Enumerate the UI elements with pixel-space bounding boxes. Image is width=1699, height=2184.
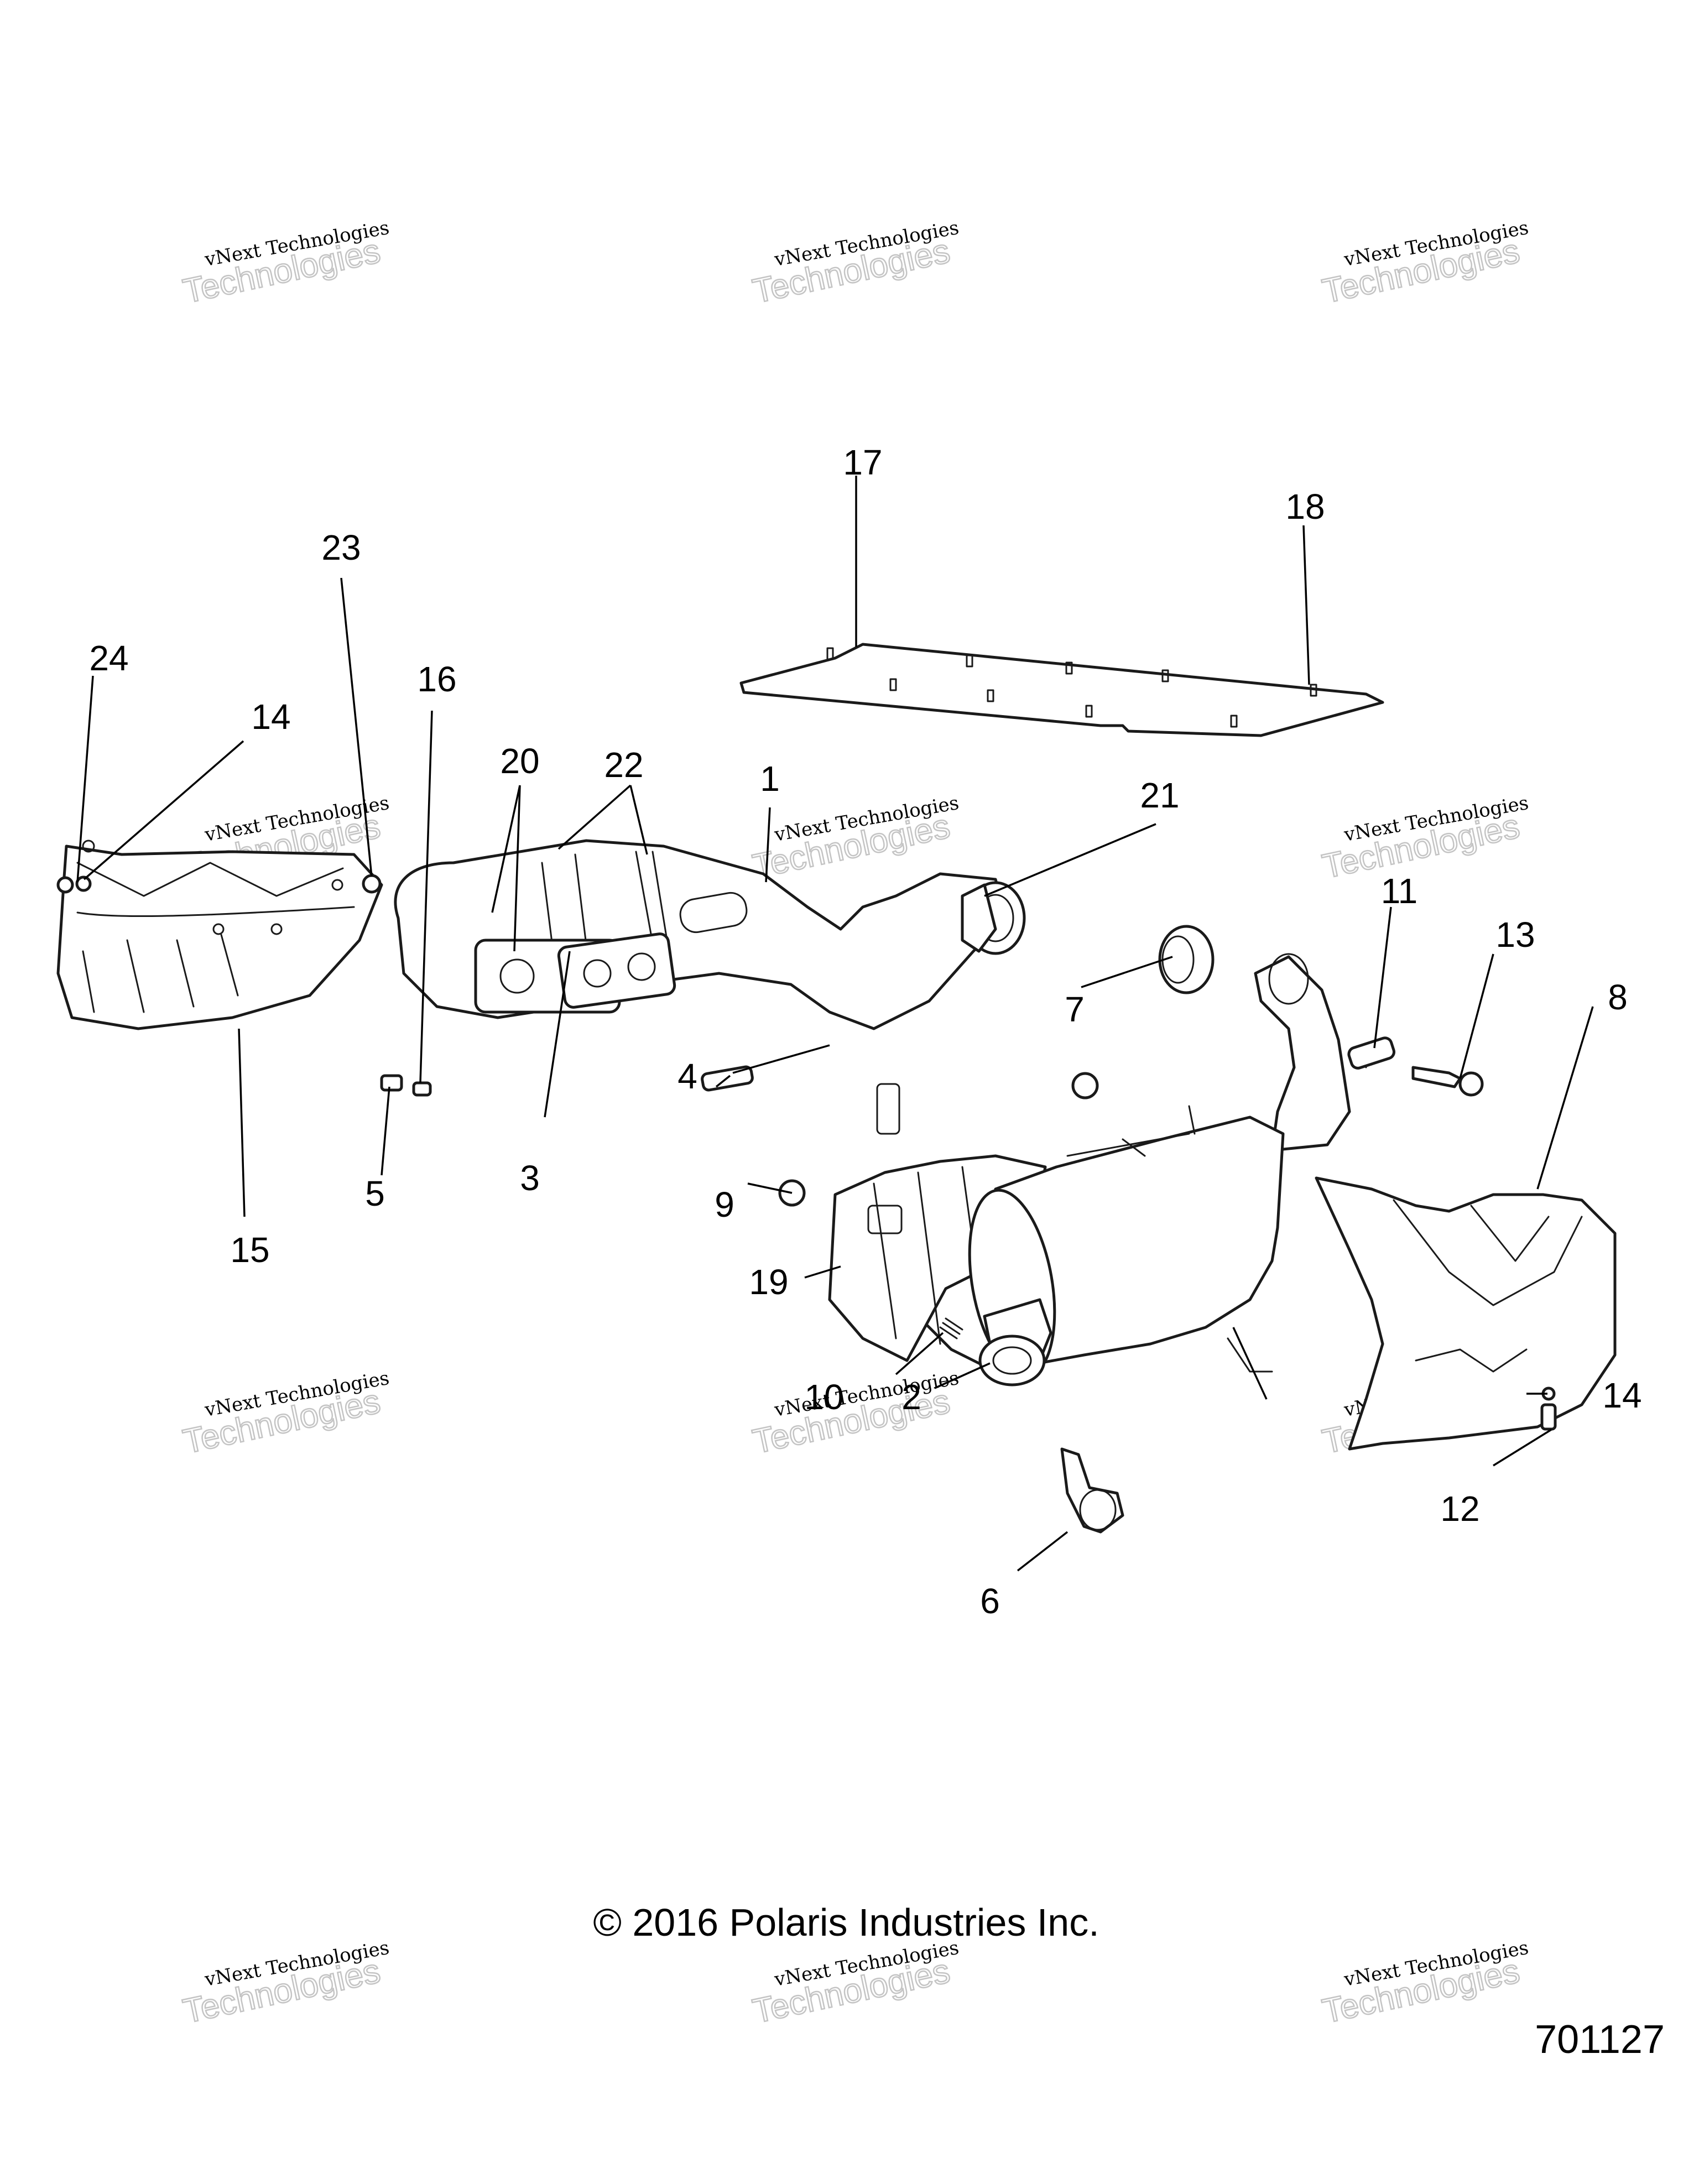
callout-18: 18 xyxy=(1285,487,1325,527)
callout-22: 22 xyxy=(604,745,643,785)
figure-number: 701127 xyxy=(1535,2018,1665,2062)
watermark: Technologies vNext Technologies xyxy=(749,1937,961,2031)
callout-8: 8 xyxy=(1608,977,1628,1017)
watermark: Technologies vNext Technologies xyxy=(1318,217,1530,311)
muffler-guard xyxy=(1315,1176,1617,1451)
tail-pipe xyxy=(978,1298,1052,1386)
callout-11: 11 xyxy=(1381,871,1417,911)
callout-16: 16 xyxy=(417,659,456,699)
copyright-notice: © 2016 Polaris Industries Inc. xyxy=(593,1901,1099,1944)
callout-24: 24 xyxy=(89,638,128,678)
callout-1: 1 xyxy=(760,759,780,799)
callout-6: 6 xyxy=(980,1581,1000,1621)
callout-labels: 1 2 3 4 5 6 7 8 9 10 11 12 13 14 14 15 1… xyxy=(89,442,1641,1621)
watermark: Technologies vNext Technologies xyxy=(179,217,391,311)
manifold-gasket xyxy=(557,932,676,1009)
callout-15: 15 xyxy=(230,1230,269,1270)
screw-12 xyxy=(1540,1403,1557,1431)
callout-4: 4 xyxy=(677,1056,697,1096)
callout-3: 3 xyxy=(520,1158,540,1198)
exhaust-manifold-pipe xyxy=(394,839,1026,1030)
spring-10 xyxy=(939,1317,963,1339)
nut-23 xyxy=(362,874,382,894)
mid-pipe xyxy=(1254,953,1351,1152)
callout-9: 9 xyxy=(715,1185,734,1224)
callout-12: 12 xyxy=(1440,1489,1479,1529)
hardware xyxy=(56,874,1557,1431)
grommet-9b xyxy=(1071,1072,1099,1099)
fastener-24 xyxy=(56,876,74,894)
exhaust-seal xyxy=(1158,925,1215,994)
callout-2: 2 xyxy=(901,1377,921,1417)
spark-arrestor xyxy=(1060,1447,1124,1534)
callout-20: 20 xyxy=(500,741,539,781)
shield-clip xyxy=(876,1083,900,1135)
callout-17: 17 xyxy=(843,442,882,482)
bolt-16 xyxy=(412,1081,432,1097)
watermark: Technologies vNext Technologies xyxy=(1318,1937,1530,2031)
clamp-21 xyxy=(961,883,997,953)
watermark: Technologies vNext Technologies xyxy=(749,1367,961,1462)
front-heat-shield xyxy=(56,840,383,1030)
callout-5: 5 xyxy=(365,1174,385,1213)
washer-14 xyxy=(75,875,92,892)
watermark: Technologies vNext Technologies xyxy=(179,1367,391,1462)
watermark: Technologies vNext Technologies xyxy=(749,217,961,311)
callout-14b: 14 xyxy=(1602,1375,1641,1415)
callout-13: 13 xyxy=(1495,915,1535,955)
watermark: Technologies vNext Technologies xyxy=(749,792,961,887)
callout-7: 7 xyxy=(1065,989,1085,1029)
callout-23: 23 xyxy=(321,528,361,567)
spring-and-bolt xyxy=(1347,1036,1484,1097)
callout-14: 14 xyxy=(251,697,290,737)
callout-19: 19 xyxy=(749,1262,788,1302)
watermark: Technologies vNext Technologies xyxy=(1318,792,1530,887)
watermark: Technologies vNext Technologies xyxy=(179,1937,391,2031)
heat-shield-plate xyxy=(739,643,1384,737)
bolt-5 xyxy=(380,1074,403,1092)
callout-10: 10 xyxy=(804,1377,843,1417)
leader-lines xyxy=(76,476,1594,1572)
callout-21: 21 xyxy=(1140,775,1179,815)
plate-studs xyxy=(826,647,1317,728)
